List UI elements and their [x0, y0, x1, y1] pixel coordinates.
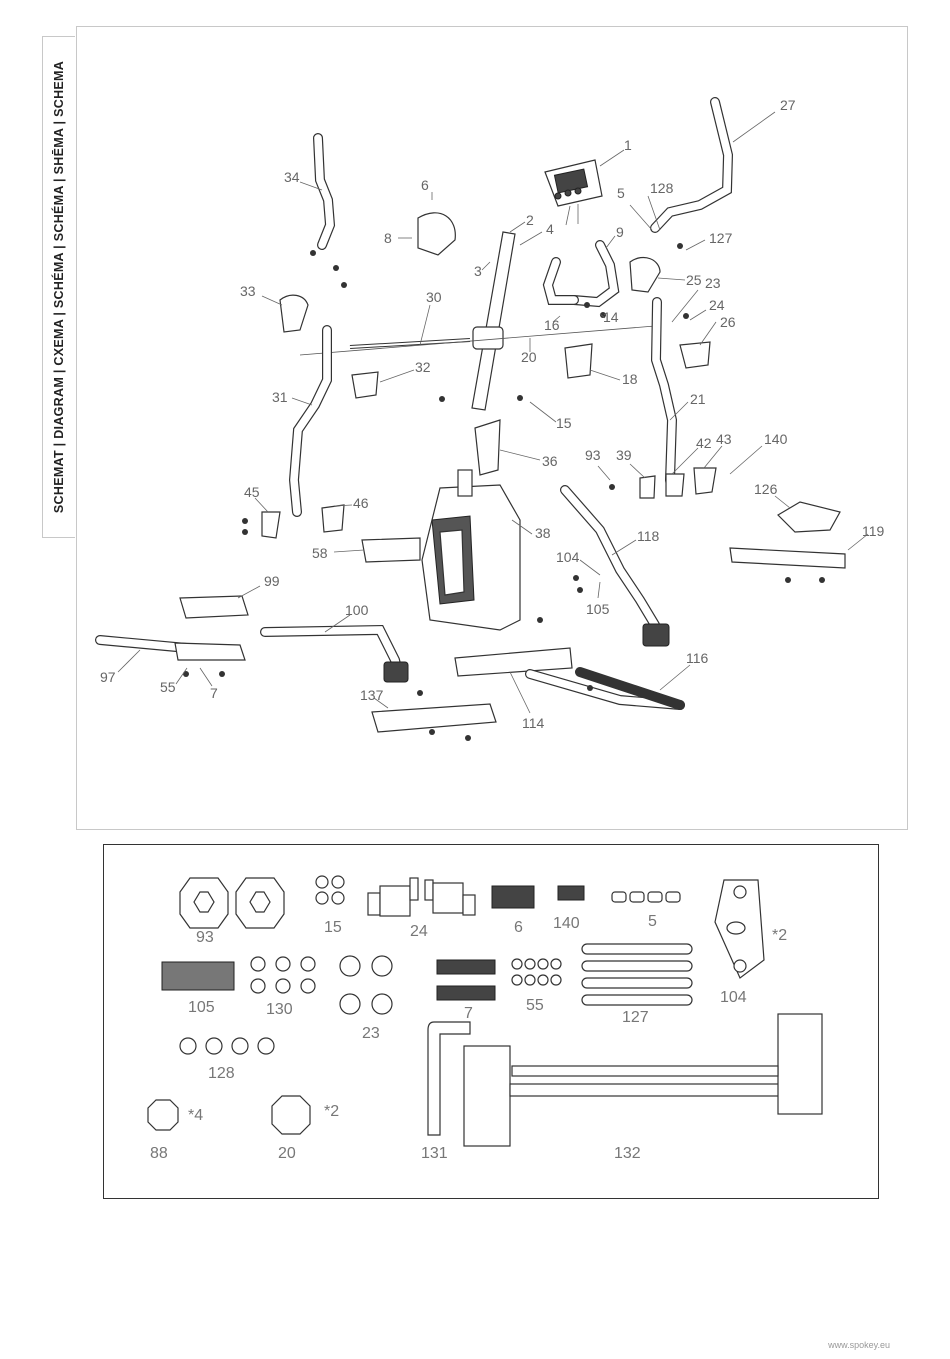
part-label: 9 — [616, 224, 624, 240]
hardware-label: 132 — [614, 1145, 641, 1162]
hardware-label: 55 — [526, 997, 544, 1014]
part-label: 23 — [705, 275, 721, 291]
hardware-label: 24 — [410, 923, 428, 940]
hardware-label: 23 — [362, 1025, 380, 1042]
part-label: 6 — [421, 177, 429, 193]
part-label: 20 — [521, 349, 537, 365]
part-label: 127 — [709, 230, 733, 246]
part-label: 32 — [415, 359, 431, 375]
part-label: 7 — [210, 685, 218, 701]
hardware-label: 20 — [278, 1145, 296, 1162]
part-label: 5 — [617, 185, 625, 201]
part-label: 38 — [535, 525, 551, 541]
part-label: 25 — [686, 272, 702, 288]
part-label: 24 — [709, 297, 725, 313]
part-label: 128 — [650, 180, 674, 196]
part-label: 58 — [312, 545, 328, 561]
part-label: 105 — [586, 601, 610, 617]
part-label: 2 — [526, 212, 534, 228]
hardware-label: 128 — [208, 1065, 235, 1082]
part-label: 118 — [637, 528, 660, 544]
part-label: 104 — [556, 549, 580, 565]
hardware-label: 15 — [324, 919, 342, 936]
part-label: 8 — [384, 230, 392, 246]
hardware-label: 5 — [648, 913, 657, 930]
hardware-label: 104 — [720, 989, 747, 1006]
part-label: 100 — [345, 602, 369, 618]
part-label: 26 — [720, 314, 736, 330]
hardware-qty: *2 — [324, 1103, 339, 1120]
hardware-qty: *2 — [772, 927, 787, 944]
hardware-label: 93 — [196, 929, 214, 946]
part-labels: 1 27 128 5 34 6 8 2 4 9 127 3 25 23 33 3… — [100, 97, 885, 731]
hardware-label: 130 — [266, 1001, 293, 1018]
hardware-label: 140 — [553, 915, 580, 932]
footer-url: www.spokey.eu — [828, 1340, 890, 1350]
hardware-label: 7 — [464, 1005, 473, 1022]
part-label: 42 — [696, 435, 712, 451]
console-part — [545, 160, 602, 225]
hardware-label: 88 — [150, 1145, 168, 1162]
part-label: 30 — [426, 289, 442, 305]
hardware-drawings — [148, 876, 822, 1146]
part-label: 18 — [622, 371, 638, 387]
part-label: 34 — [284, 169, 300, 185]
hardware-label: 127 — [622, 1009, 649, 1026]
part-label: 140 — [764, 431, 788, 447]
part-label: 4 — [546, 221, 554, 237]
part-label: 27 — [780, 97, 796, 113]
part-label: 137 — [360, 687, 384, 703]
part-label: 126 — [754, 481, 778, 497]
hardware-label: 105 — [188, 999, 215, 1016]
part-label: 33 — [240, 283, 256, 299]
part-label: 3 — [474, 263, 482, 279]
part-label: 15 — [556, 415, 572, 431]
part-label: 99 — [264, 573, 280, 589]
part-label: 43 — [716, 431, 732, 447]
part-label: 119 — [862, 523, 885, 539]
part-label: 39 — [616, 447, 632, 463]
part-label: 1 — [624, 137, 632, 153]
part-label: 114 — [522, 715, 545, 731]
hardware-label: 131 — [421, 1145, 448, 1162]
part-label: 14 — [603, 309, 619, 325]
hardware-label: 6 — [514, 919, 523, 936]
part-label: 55 — [160, 679, 176, 695]
drawing-main — [100, 102, 868, 741]
part-label: 16 — [544, 317, 560, 333]
part-label: 36 — [542, 453, 558, 469]
part-label: 46 — [353, 495, 369, 511]
part-label: 21 — [690, 391, 706, 407]
part-label: 93 — [585, 447, 601, 463]
part-label: 45 — [244, 484, 260, 500]
part-label: 31 — [272, 389, 288, 405]
part-label: 97 — [100, 669, 116, 685]
hardware-qty: *4 — [188, 1107, 203, 1124]
part-label: 116 — [686, 650, 709, 666]
